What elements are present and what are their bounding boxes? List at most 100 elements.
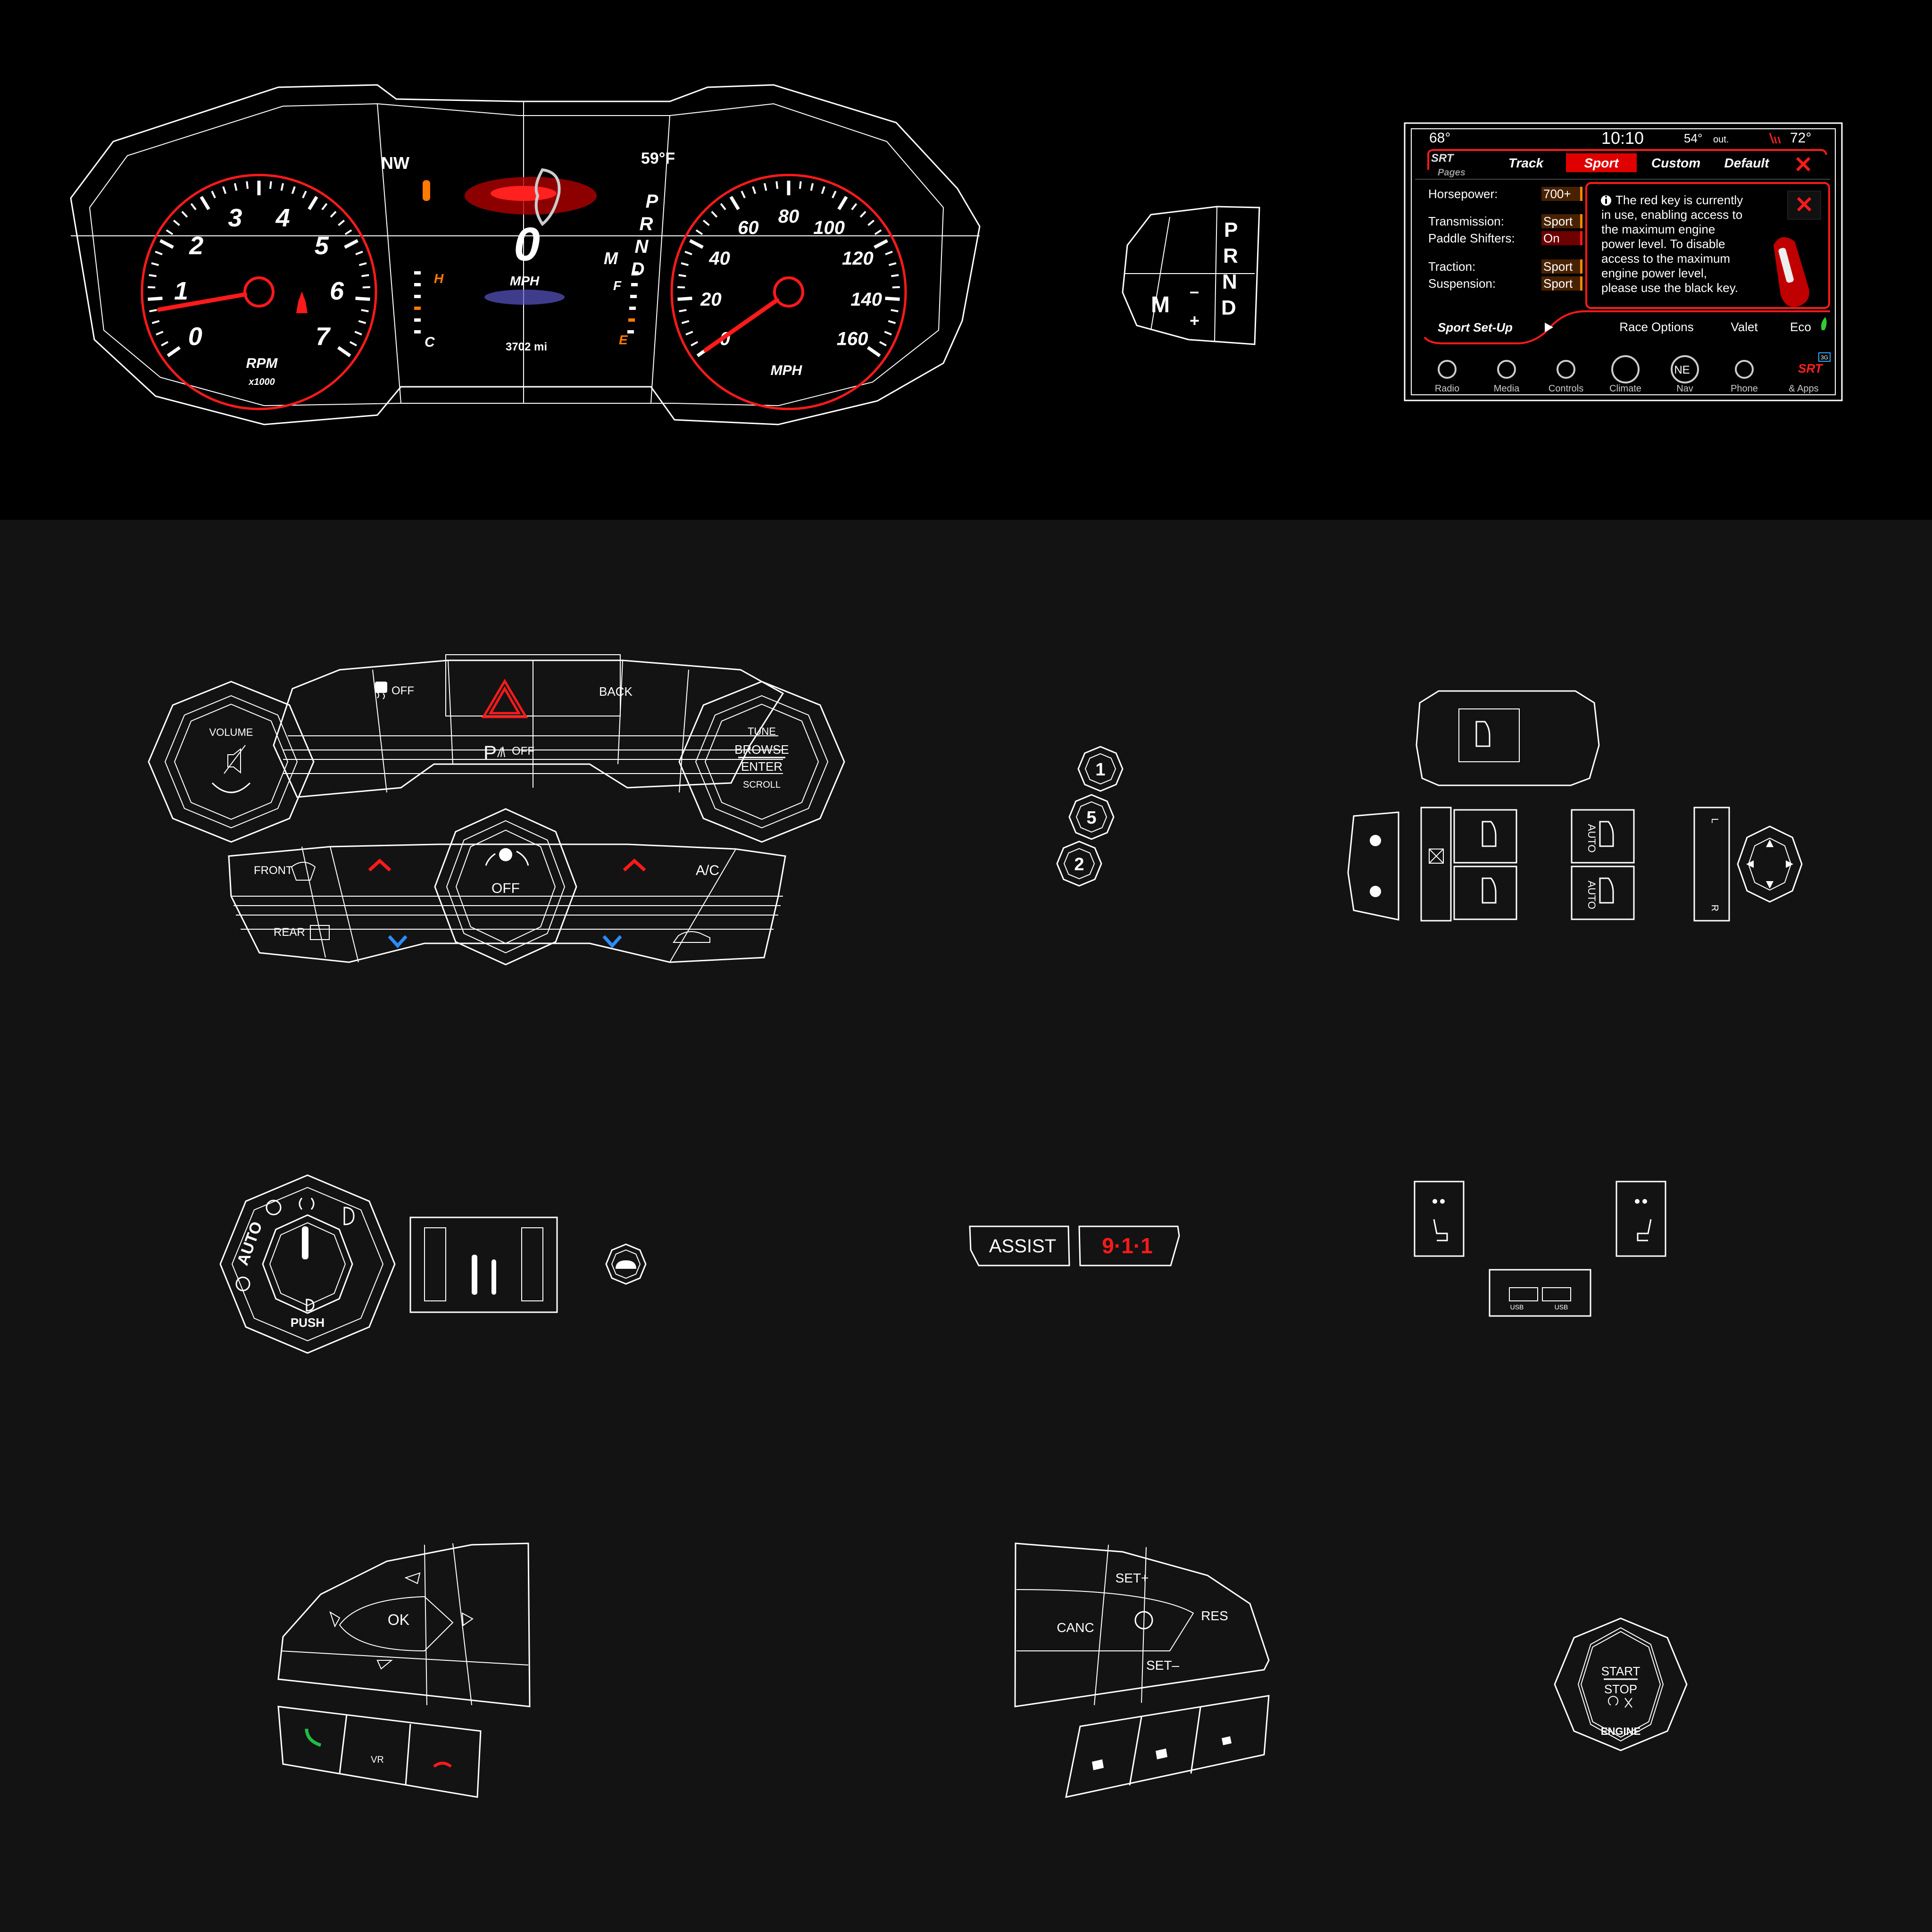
speedo-tick — [891, 309, 899, 312]
setting-value[interactable]: Sport — [1543, 214, 1573, 228]
dimmer-switch[interactable] — [409, 1216, 558, 1313]
hazard-button[interactable] — [445, 654, 621, 716]
voice-command-button[interactable]: VR — [371, 1755, 384, 1765]
mirror-select-switch[interactable] — [1693, 807, 1730, 922]
eco-button[interactable]: Eco — [1790, 320, 1811, 334]
resume-button[interactable]: RES — [1201, 1608, 1228, 1623]
setting-value[interactable]: 700+ — [1543, 187, 1571, 201]
window-switch[interactable]: AUTO — [1571, 866, 1635, 920]
trunk-release-button[interactable] — [605, 1243, 647, 1285]
volume-knob[interactable]: VOLUME — [148, 681, 315, 843]
window-switch[interactable] — [1453, 809, 1517, 864]
lane-departure-button[interactable] — [1092, 1759, 1104, 1770]
passenger-heated-seat-button[interactable] — [1616, 1181, 1666, 1257]
srt-logo: SRT — [1431, 152, 1455, 165]
tach-tick — [308, 196, 318, 210]
emergency-911-button[interactable]: 9·1·1 — [1078, 1225, 1180, 1266]
fan-knob[interactable]: OFF — [434, 808, 577, 966]
driver-temp-down-button[interactable] — [388, 935, 408, 949]
setting-value[interactable]: Sport — [1543, 276, 1573, 291]
gear-shifter[interactable]: P R N D M – + — [1122, 206, 1260, 345]
distance-increase-button[interactable] — [1222, 1736, 1232, 1745]
window-lockout-button[interactable] — [1420, 807, 1452, 922]
heated-seat-icon[interactable] — [1769, 133, 1781, 144]
tach-label: 1 — [174, 277, 188, 305]
ac-button[interactable]: A/C — [696, 863, 719, 878]
cruise-control-button[interactable] — [1134, 1611, 1153, 1630]
set-minus-button[interactable]: SET– — [1146, 1658, 1179, 1673]
parking-lights-icon — [299, 1198, 315, 1210]
assist-button[interactable]: ASSIST — [969, 1225, 1070, 1266]
network-badge — [1818, 352, 1831, 362]
radio-icon — [1438, 360, 1457, 379]
recirculation-button[interactable] — [673, 931, 710, 943]
setting-value[interactable]: Sport — [1543, 259, 1573, 274]
set-plus-button[interactable]: SET+ — [1116, 1571, 1149, 1585]
phone-hangup-button[interactable] — [433, 1762, 452, 1768]
nav-climate[interactable]: Climate — [1609, 355, 1641, 394]
tab-default[interactable]: Default — [1724, 156, 1770, 170]
front-defrost-button[interactable]: FRONT — [254, 864, 293, 877]
nav-media[interactable]: Media — [1494, 360, 1520, 394]
tab-custom[interactable]: Custom — [1651, 156, 1700, 170]
nav-nav[interactable]: Nav — [1671, 355, 1699, 394]
nav-label: Radio — [1435, 383, 1459, 394]
preset-ring — [1056, 841, 1102, 887]
window-switch[interactable]: AUTO — [1571, 809, 1635, 864]
mirror-arrow-icon[interactable] — [1746, 860, 1754, 868]
back-button[interactable]: BACK — [599, 684, 633, 699]
popup-close-button[interactable] — [1787, 191, 1821, 220]
nav-controls[interactable]: Controls — [1549, 360, 1583, 394]
race-options-button[interactable]: Race Options — [1619, 320, 1694, 334]
nav-label: & Apps — [1789, 383, 1818, 394]
nav-apps[interactable]: & Apps — [1789, 383, 1818, 394]
tach-tick — [149, 274, 157, 277]
cancel-button[interactable]: CANC — [1057, 1620, 1094, 1635]
nav-radio[interactable]: Radio — [1435, 360, 1459, 394]
usb-port[interactable] — [1542, 1287, 1571, 1301]
preset-button-2[interactable]: 2 — [1056, 841, 1102, 887]
rear-defrost-button[interactable]: REAR — [274, 926, 305, 939]
driver-temp-up-button[interactable] — [368, 858, 391, 872]
tune-browse-knob[interactable]: TUNE BROWSE ENTER SCROLL — [678, 681, 845, 843]
driver-heated-seat-button[interactable] — [1414, 1181, 1465, 1257]
speedo-tick — [752, 186, 757, 194]
passenger-temp-down-button[interactable] — [602, 935, 622, 949]
window-switch[interactable] — [1453, 866, 1517, 920]
ok-button[interactable]: OK — [388, 1611, 409, 1628]
setting-value[interactable]: On — [1543, 231, 1560, 245]
right-arrow-button[interactable] — [461, 1612, 474, 1626]
tab-sport[interactable]: Sport — [1584, 156, 1619, 170]
dimmer-right-wheel[interactable] — [521, 1227, 543, 1301]
passenger-temp-up-button[interactable] — [623, 858, 646, 872]
sunroof-switch[interactable] — [1416, 690, 1600, 786]
valet-button[interactable]: Valet — [1731, 320, 1758, 334]
steering-right-wire — [1016, 1544, 1194, 1706]
setting-label: Horsepower: — [1428, 187, 1498, 201]
down-arrow-button[interactable] — [376, 1660, 393, 1670]
phone-answer-button[interactable] — [305, 1728, 322, 1747]
mirror-arrow-icon[interactable] — [1766, 840, 1774, 847]
mirror-arrow-icon[interactable] — [1766, 881, 1774, 889]
up-arrow-button[interactable] — [404, 1572, 421, 1584]
mirror-arrow-icon[interactable] — [1786, 860, 1793, 868]
preset-button-1[interactable]: 1 — [1077, 746, 1124, 792]
preset-button-5[interactable]: 5 — [1068, 794, 1115, 840]
door-lock-rocker[interactable] — [1347, 811, 1399, 921]
engine-start-stop-button[interactable]: START STOP ENGINE — [1554, 1617, 1688, 1751]
nav-phone[interactable]: Phone — [1731, 360, 1758, 394]
sport-setup-button[interactable]: Sport Set-Up — [1438, 320, 1513, 334]
srt-pages-label: Pages — [1438, 167, 1466, 178]
usb-port[interactable] — [1509, 1287, 1538, 1301]
tach-hub — [243, 276, 275, 308]
headlight-switch[interactable]: AUTO PUSH — [219, 1174, 396, 1354]
mirror-adjust-pad[interactable] — [1737, 825, 1803, 903]
dimmer-left-wheel[interactable] — [424, 1227, 446, 1301]
left-arrow-button[interactable] — [329, 1611, 341, 1628]
tach-tick — [148, 286, 156, 289]
distance-decrease-button[interactable] — [1156, 1749, 1167, 1759]
traction-off-button[interactable]: OFF — [375, 682, 414, 700]
close-pages-icon[interactable] — [1796, 157, 1811, 172]
tab-track[interactable]: Track — [1508, 156, 1544, 170]
park-assist-off-button[interactable]: P OFF — [483, 741, 534, 764]
